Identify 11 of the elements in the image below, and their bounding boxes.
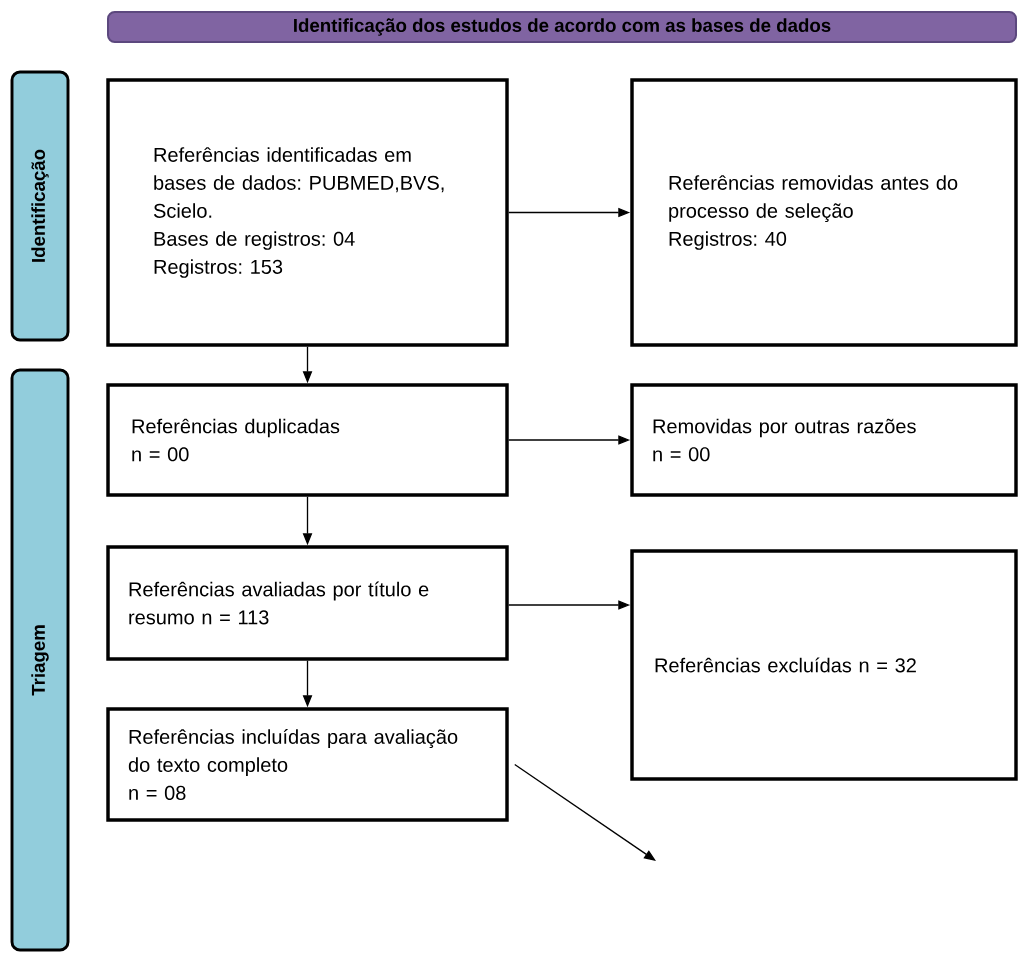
- process-box: Referências duplicadas n = 00: [106, 383, 509, 497]
- phase-band: Identificação: [10, 70, 70, 342]
- arrow: [514, 763, 656, 861]
- section-header-band: Identificação dos estudos de acordo com as bases de dados: [107, 11, 1017, 43]
- process-box: Referências excluídas n = 32: [630, 549, 1018, 781]
- process-box: Referências incluídas para avaliação do texto completo n = 08: [106, 707, 509, 822]
- process-box: Referências avaliadas por título e resumo n = 113: [106, 545, 509, 661]
- process-box: Removidas por outras razões n = 00: [630, 383, 1018, 497]
- process-box: Referências removidas antes do processo de seleção Registros: 40: [630, 78, 1018, 347]
- process-box: Referências identificadas em bases de dados: PUBMED,BVS, Scielo. Bases de registros: 04 Registros: 153: [106, 78, 509, 347]
- phase-band: Triagem: [10, 368, 70, 952]
